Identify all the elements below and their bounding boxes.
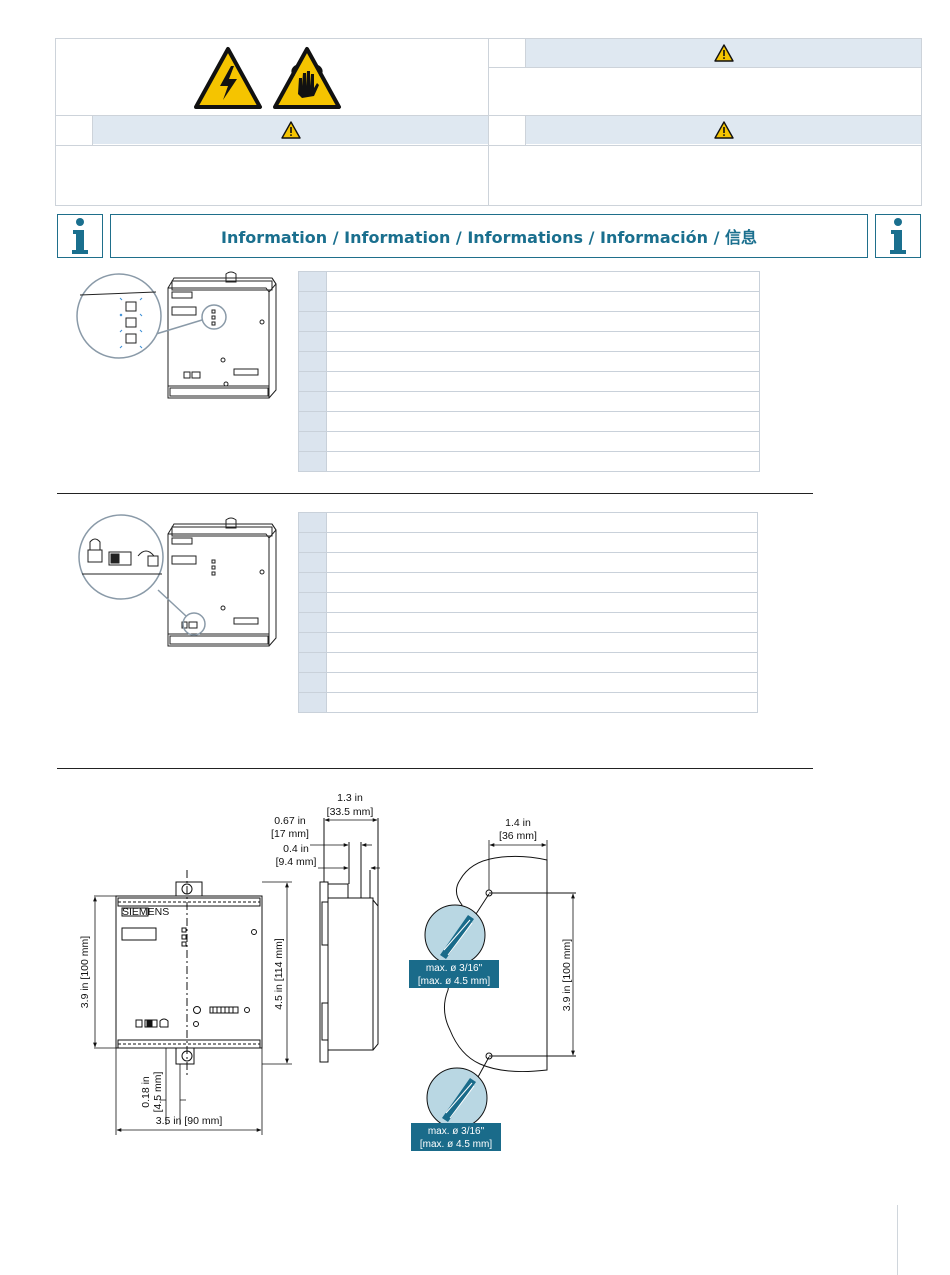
side-view [319, 818, 379, 1063]
table-row [298, 552, 758, 573]
drill-bit-icon [409, 893, 499, 988]
info-icon-right [875, 214, 921, 258]
warning-icon [280, 121, 301, 139]
table-row [298, 632, 758, 653]
drill-1-line2: [max. ø 4.5 mm] [418, 976, 490, 987]
drill-2-line1: max. ø 3/16" [428, 1126, 485, 1137]
warning-icon [713, 121, 734, 139]
drill-2-line2: [max. ø 4.5 mm] [420, 1139, 492, 1150]
warning-num-cell-1 [489, 38, 526, 67]
warning-num-cell-2 [56, 116, 93, 145]
led-table [298, 271, 760, 472]
dim-foot-offset: 0.18 in [140, 1076, 152, 1108]
table-row [298, 612, 758, 633]
safety-divider-v [488, 38, 489, 206]
dim-hole-spacing: 3.9 in [100 mm] [561, 939, 573, 1011]
page-edge-line [897, 1205, 898, 1275]
table-row [298, 692, 758, 713]
table-row [298, 411, 760, 432]
dim-height-body: 3.9 in [100 mm] [79, 936, 91, 1008]
table-row [298, 351, 760, 372]
table-row [298, 391, 760, 412]
warning-header-1 [526, 39, 921, 67]
shock-hazard-icon [273, 47, 341, 109]
device-led-illustration [76, 271, 277, 399]
brand-label: SIEMENS [122, 906, 169, 918]
table-row [298, 652, 758, 673]
dim-depth-total: 1.3 in [337, 792, 363, 804]
dim-foot-offset-mm: [4.5 mm] [152, 1071, 164, 1112]
warning-sep-2 [55, 145, 922, 146]
table-row [298, 572, 758, 593]
section-divider-2 [57, 768, 813, 769]
dim-depth-total-mm: [33.5 mm] [327, 806, 374, 818]
warning-sep-1 [489, 67, 922, 68]
dim-width: 3.5 in [90 mm] [156, 1115, 223, 1127]
table-row [298, 371, 760, 392]
dim-depth-front-mm: [17 mm] [271, 828, 309, 840]
drill-bit-icon [411, 1056, 501, 1151]
electric-hazard-icon [194, 47, 262, 109]
table-row [298, 592, 758, 613]
warning-num-cell-3 [489, 116, 526, 145]
table-row [298, 291, 760, 312]
dim-depth-rail: 0.4 in [283, 843, 309, 855]
switch-table [298, 512, 758, 713]
section-divider-1 [57, 493, 813, 494]
info-title: Information / Information / Informations… [110, 214, 868, 258]
dim-hole-offset: 1.4 in [505, 817, 531, 829]
dim-hole-offset-mm: [36 mm] [499, 830, 537, 842]
warning-header-3 [526, 116, 921, 144]
table-row [298, 311, 760, 332]
dim-depth-rail-mm: [9.4 mm] [276, 856, 317, 868]
table-row [298, 431, 760, 452]
table-row [298, 451, 760, 472]
warning-icon [713, 44, 734, 62]
front-view [115, 870, 263, 1075]
table-row [298, 532, 758, 553]
info-icon-left [57, 214, 103, 258]
table-row [298, 331, 760, 352]
table-row [298, 271, 760, 292]
dim-depth-front: 0.67 in [274, 815, 306, 827]
table-row [298, 672, 758, 693]
dim-height-total: 4.5 in [114 mm] [273, 938, 285, 1010]
dimension-drawing: SIEMENS 3.9 in [100 mm] 4.5 in [114 mm] … [79, 792, 576, 1151]
device-switch-illustration [78, 514, 277, 647]
drill-1-line1: max. ø 3/16" [426, 963, 483, 974]
safety-divider-h [55, 115, 922, 116]
warning-header-2 [93, 116, 488, 144]
table-row [298, 512, 758, 533]
